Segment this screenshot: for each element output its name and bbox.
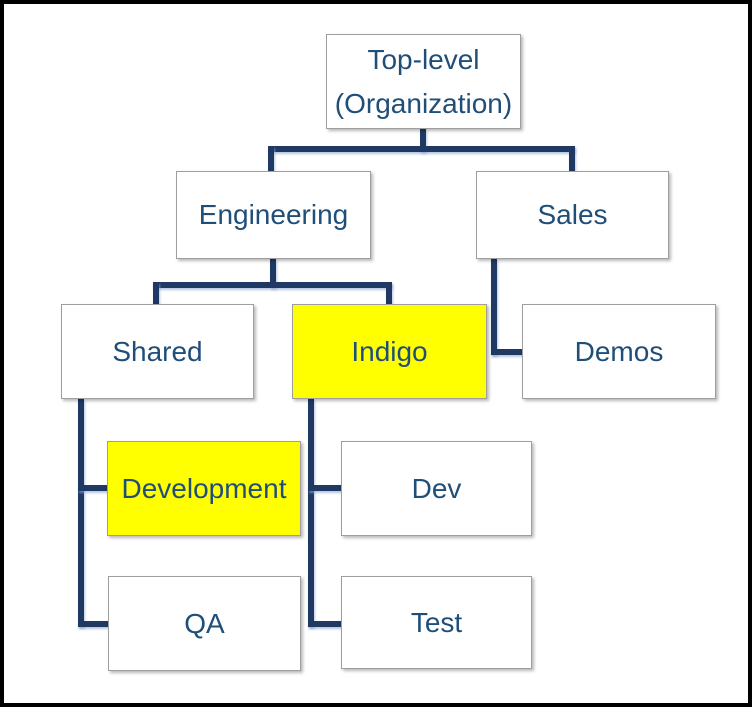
node-label: Sales — [537, 199, 608, 231]
node-qa: QA — [108, 576, 301, 671]
connector-shared-qa-stub — [78, 621, 108, 627]
node-development: Development — [107, 441, 301, 536]
node-test: Test — [341, 576, 532, 669]
node-indigo: Indigo — [292, 304, 487, 399]
connector-engineering-stem — [270, 259, 276, 288]
node-label: QA — [184, 607, 225, 639]
node-label: Dev — [411, 472, 462, 504]
connector-drop-indigo — [386, 282, 392, 304]
connector-drop-sales — [569, 146, 575, 171]
node-label: Top-level (Organization) — [334, 44, 513, 119]
connector-top-bar — [268, 146, 575, 152]
connector-indigo-children-vertical — [308, 399, 314, 627]
node-label: Test — [410, 606, 463, 638]
node-label: Engineering — [198, 199, 349, 231]
connector-indigo-dev-stub — [308, 485, 341, 491]
connector-sales-demos-vertical — [491, 259, 497, 355]
node-shared: Shared — [61, 304, 254, 399]
node-demos: Demos — [522, 304, 716, 399]
node-sales: Sales — [476, 171, 669, 259]
node-label: Demos — [574, 335, 664, 367]
connector-top-stem — [420, 129, 426, 152]
node-label: Indigo — [351, 335, 428, 367]
connector-shared-children-vertical — [78, 399, 84, 627]
node-engineering: Engineering — [176, 171, 371, 259]
connector-shared-development-stub — [78, 485, 107, 491]
node-top-level-organization: Top-level (Organization) — [326, 34, 521, 129]
connector-drop-engineering — [268, 146, 274, 171]
connector-indigo-test-stub — [308, 621, 341, 627]
connector-engineering-bar — [153, 282, 392, 288]
node-dev: Dev — [341, 441, 532, 536]
connector-sales-demos-horizontal — [491, 349, 522, 355]
node-label: Development — [121, 472, 287, 504]
connector-drop-shared — [153, 282, 159, 304]
node-label: Shared — [112, 335, 203, 367]
